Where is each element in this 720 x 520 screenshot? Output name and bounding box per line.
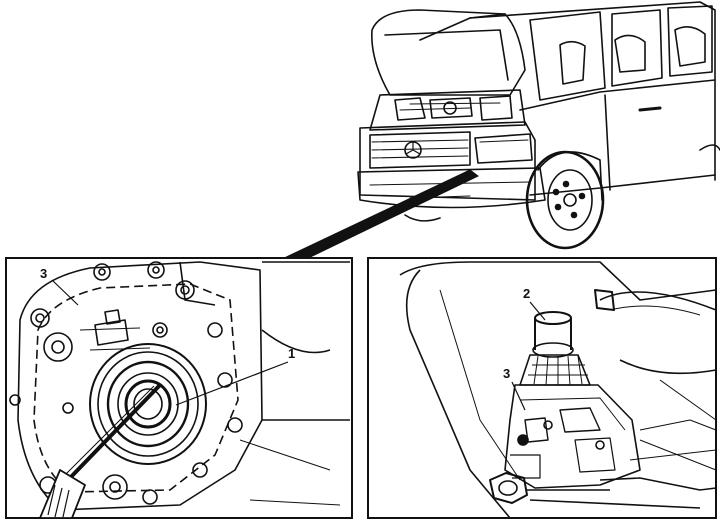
right-callout-leaders <box>511 301 546 411</box>
van-door-line <box>604 94 611 191</box>
callout-label-3-right: 3 <box>503 366 510 381</box>
van-illustration <box>357 1 720 250</box>
front-wheel <box>525 150 605 250</box>
van-open-hood <box>371 9 526 96</box>
pointer-beam <box>278 169 479 263</box>
van-side-body <box>519 79 716 111</box>
clutch-release-assembly <box>504 384 717 491</box>
van-grille <box>369 131 471 169</box>
left-detail-panel: 3 1 <box>5 257 353 519</box>
van-front-window <box>529 11 606 101</box>
left-callout-leaders <box>51 279 289 406</box>
input-shaft <box>519 311 591 386</box>
callout-label-1: 1 <box>288 346 295 361</box>
engine-bay <box>369 89 526 131</box>
van-headlight <box>474 133 533 164</box>
hex-nut <box>489 472 701 509</box>
release-bearing <box>89 343 207 465</box>
right-panel-frame <box>367 257 717 519</box>
right-detail-panel: 2 3 <box>367 257 717 519</box>
van-side-window-2 <box>667 5 713 77</box>
van-side-window-1 <box>611 9 663 87</box>
screwdriver <box>39 383 162 519</box>
transmission-housing <box>17 261 263 511</box>
van-bumper <box>357 167 546 209</box>
callout-label-3-left: 3 <box>40 266 47 281</box>
callout-label-2: 2 <box>523 286 530 301</box>
van-roof <box>419 1 716 181</box>
